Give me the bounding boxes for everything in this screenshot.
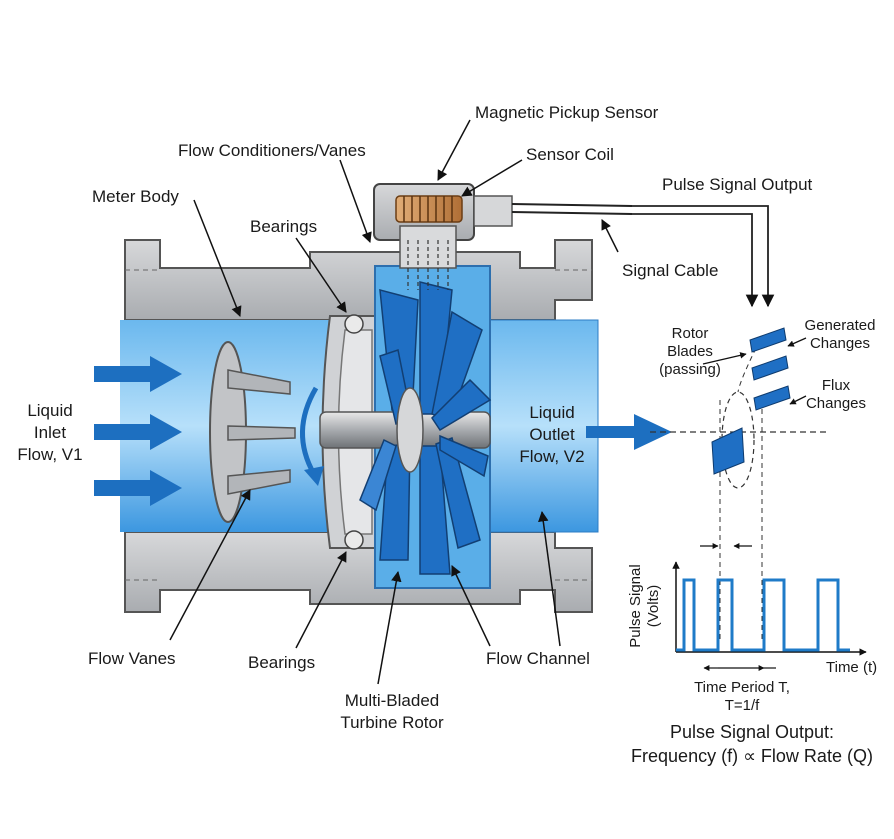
label-magnetic-pickup-sensor: Magnetic Pickup Sensor [475, 103, 659, 122]
label-flux-1: Flux [822, 377, 851, 394]
caption-line-1: Pulse Signal Output: [670, 722, 834, 742]
label-inlet-2: Inlet [34, 423, 66, 442]
label-outlet-3: Flow, V2 [519, 447, 584, 466]
label-time-axis: Time (t) [826, 659, 877, 676]
label-signal-cable: Signal Cable [622, 261, 718, 280]
label-inlet-1: Liquid [27, 401, 72, 420]
bearing-top [344, 314, 364, 334]
label-generated-2: Changes [810, 335, 870, 352]
turbine-rotor [359, 281, 492, 575]
label-pulse-axis-2: (Volts) [645, 585, 662, 628]
label-bearings-bottom: Bearings [248, 653, 315, 672]
label-pulse-axis-1: Pulse Signal [627, 564, 644, 647]
flow-vanes [209, 341, 296, 523]
sensor-coil [395, 195, 463, 223]
label-flow-channel: Flow Channel [486, 649, 590, 668]
caption-line-2: Frequency (f) ∝ Flow Rate (Q) [631, 746, 873, 766]
label-sensor-coil: Sensor Coil [526, 145, 614, 164]
label-rotor-blades-1: Rotor [672, 325, 709, 342]
bearing-bottom [344, 530, 364, 550]
label-rotor-1: Multi-Bladed [345, 691, 440, 710]
flux-detail [650, 327, 830, 640]
leader-lines [169, 119, 619, 685]
label-generated-1: Generated [805, 317, 876, 334]
label-rotor-blades-3: (passing) [659, 361, 721, 378]
label-pulse-signal-output: Pulse Signal Output [662, 175, 813, 194]
label-flux-2: Changes [806, 395, 866, 412]
label-meter-body: Meter Body [92, 187, 179, 206]
label-period-2: T=1/f [725, 697, 760, 714]
pulse-chart [672, 543, 867, 671]
label-flow-vanes: Flow Vanes [88, 649, 176, 668]
label-inlet-3: Flow, V1 [17, 445, 82, 464]
label-rotor-2: Turbine Rotor [340, 713, 444, 732]
label-outlet-1: Liquid [529, 403, 574, 422]
label-flow-conditioners: Flow Conditioners/Vanes [178, 141, 366, 160]
flow-arrow-icon [94, 356, 672, 506]
label-rotor-blades-2: Blades [667, 343, 713, 360]
rotation-arrow-icon [300, 386, 324, 486]
signal-cable [511, 203, 775, 308]
magnetic-flux-lines [407, 240, 449, 290]
label-period-1: Time Period T, [694, 679, 790, 696]
rotor-hub [396, 387, 424, 473]
label-bearings-top: Bearings [250, 217, 317, 236]
pulse-waveform [676, 578, 850, 652]
label-outlet-2: Outlet [529, 425, 575, 444]
